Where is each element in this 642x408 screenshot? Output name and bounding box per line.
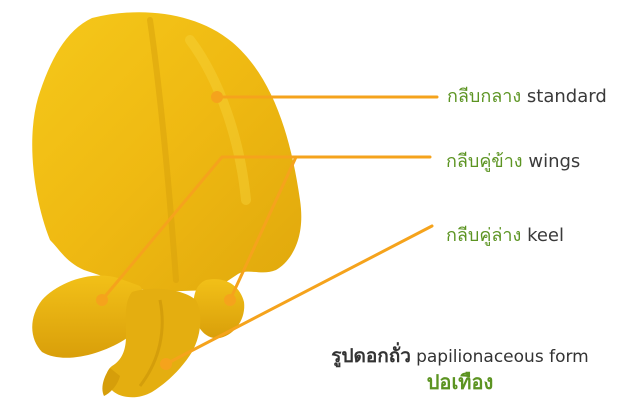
keel-label-thai: กลีบคู่ล่าง <box>446 225 521 246</box>
wings-label: กลีบคู่ข้าง wings <box>446 151 580 173</box>
wings-label-thai: กลีบคู่ข้าง <box>446 151 523 172</box>
keel-pointer-dot <box>160 358 172 370</box>
keel-label: กลีบคู่ล่าง keel <box>446 225 564 247</box>
standard-label: กลีบกลาง standard <box>447 86 607 108</box>
left-wing-pointer-dot <box>96 294 108 306</box>
flower-form-thai: รูปดอกถั่ว <box>331 345 411 367</box>
plant-name: ปอเทือง <box>300 370 620 394</box>
standard-pointer-dot <box>211 91 223 103</box>
caption: รูปดอกถั่ว papilionaceous form ปอเทือง <box>300 344 620 394</box>
wings-label-english: wings <box>528 151 580 172</box>
right-wing-pointer-dot <box>224 294 236 306</box>
flower-form-english: papilionaceous form <box>416 347 589 367</box>
standard-label-english: standard <box>527 86 607 107</box>
keel-label-english: keel <box>527 225 564 246</box>
standard-label-thai: กลีบกลาง <box>447 86 521 107</box>
